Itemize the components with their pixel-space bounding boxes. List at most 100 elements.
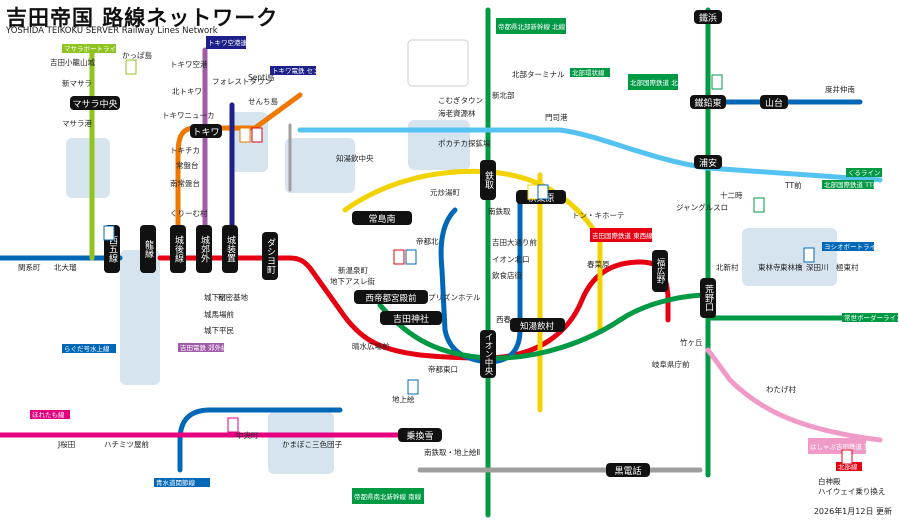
hub-arano[interactable]: 荒野口 [700,278,716,318]
line-tag[interactable]: ほれたも線 [30,410,70,419]
hub-dashiyo[interactable]: ダシヨ町 [262,232,278,280]
station-label[interactable]: トン・キホーテ [572,211,625,220]
hub-nishiteito[interactable]: 西帝都宮殿前 [354,290,428,304]
hub-yamadai[interactable]: 山台 [760,95,788,109]
station-label[interactable]: かっぱ島 [122,50,152,60]
hub-tetsutori[interactable]: 鉄取 [480,160,496,200]
hub-yoshidajinja[interactable]: 吉田神社 [380,311,442,325]
station-label[interactable]: ハチミツ屋前 [104,439,149,449]
station-label[interactable]: 北大瑠 [54,262,77,272]
line-tag[interactable]: 常世ボーダーライン [842,313,900,322]
station-label[interactable]: 帝都北 [416,236,439,246]
station-label[interactable]: 西春 [496,314,511,324]
station-label[interactable]: 地下アスレ街 [330,276,375,286]
hub-tokiwa[interactable]: トキワ [190,124,222,138]
station-label[interactable]: 晴水広場前 [352,341,390,351]
station-label[interactable]: 城馬場前 [204,309,234,319]
hub-joko[interactable]: 城後線 [170,225,186,273]
station-label[interactable]: 南鉄取・地上絵Ⅱ [424,447,480,457]
station-label[interactable]: 常盤台 [176,160,199,170]
station-label[interactable]: 極東村 [836,262,859,272]
line-tag[interactable]: 北部環状線 [570,68,610,77]
station-label[interactable]: 吉田大通り前 [492,237,537,247]
station-label[interactable]: かまぼこ三色団子 [282,439,342,449]
station-label[interactable]: TT前 [784,180,802,190]
station-label[interactable]: 北トキワ [172,87,202,96]
station-label[interactable]: 新マサラ [62,78,92,88]
hub-jokogai[interactable]: 城郊外 [196,225,212,273]
line-tag[interactable]: 北部線 [836,462,862,471]
station-label[interactable]: フォレストタウン [212,77,272,86]
hub-urayasu[interactable]: 浦安 [694,155,722,169]
hub-ryuen[interactable]: 龍縁 [140,225,156,273]
hub-josochi[interactable]: 城装置 [222,225,238,273]
station-label[interactable]: 春菜原 [587,259,610,269]
station-label[interactable]: 岐阜県庁前 [652,359,690,369]
station-label[interactable]: せんち島 [248,96,278,106]
station-label[interactable]: 南鉄取 [488,206,511,216]
hub-aeon[interactable]: イオン中央 [480,330,496,378]
station-label[interactable]: イオン北口 [492,255,530,264]
line-tag[interactable]: はしゃぷ吉田鉄道 第一郊外線 [808,438,897,454]
station-label[interactable]: 深田川 [806,263,829,272]
station-label[interactable]: こむぎタウン [438,95,483,105]
hub-kurodenwa[interactable]: 黒電話 [606,463,650,477]
station-label[interactable]: 城下町 [204,293,227,302]
line-tag[interactable]: 青水道関節線 [154,478,210,487]
station-label[interactable]: 関系町 [18,262,41,272]
line-tag[interactable]: トキワ空港連絡 [206,36,254,49]
station-label[interactable]: くりーむ村 [170,208,208,218]
station-label[interactable]: 南常盤台 [170,178,200,188]
station-label[interactable]: プリズンホテル [428,292,481,302]
station-label[interactable]: 門司港 [545,112,568,122]
line-tag[interactable]: マサラボートライン [62,44,123,53]
station-label[interactable]: ジャングルスロ [676,202,728,212]
hub-masara[interactable]: マサラ中央 [70,96,120,110]
hub-tetsuenhigashi[interactable]: 鐵鉛東 [690,95,726,109]
station-label[interactable]: 十二時 [720,190,743,200]
line-tag[interactable]: 北部国際鉄道 TT線 [822,180,880,189]
line-tag[interactable]: くるライン [846,168,882,177]
line-tag[interactable]: ヨシオボートライン [822,242,883,251]
station-label[interactable]: ハイウェイ乗り換え [818,486,885,496]
station-label[interactable]: トキワニューカ [162,111,215,120]
station-label[interactable]: 白神殿 [818,476,841,486]
station-label[interactable]: J桜田 [57,439,75,449]
line-tag[interactable]: らぐだ号水上線 [62,344,116,353]
station-label[interactable]: 秘密基地 [218,292,248,302]
station-label[interactable]: マサラ港 [62,118,92,128]
station-label[interactable]: 新温泉町 [338,265,368,275]
station-label[interactable]: トキワ空港 [170,59,208,69]
station-label[interactable]: 北新村 [716,262,739,272]
station-label[interactable]: 新北部 [492,90,515,100]
hub-tokoshima[interactable]: 常島南 [352,211,412,225]
hub-norikae[interactable]: 乗換雪 [398,428,442,442]
station-label[interactable]: 北部ターミナル [512,69,565,79]
station-label[interactable]: 東林寺 [758,262,781,272]
station-label[interactable]: 城下平民 [204,326,234,335]
hub-tetsuhama[interactable]: 鐵浜 [694,10,722,24]
line-tag[interactable]: 帝都県南北新幹線 南線 [352,488,424,504]
line-tag[interactable]: 吉田国際鉄道 東西線 [590,228,653,242]
station-label[interactable]: トキチカ [170,146,200,155]
station-label[interactable]: 中央町 [236,430,259,440]
station-label[interactable]: 地上絵 [392,394,415,404]
station-label[interactable]: 度井仲南 [825,84,855,94]
line-tag[interactable]: 吉田電鉄 郊外線 [178,343,228,352]
station-label[interactable]: 帝都東口 [428,364,458,374]
station-label[interactable]: 飲食店街 [492,270,522,280]
station-label[interactable]: Senti島 [248,72,275,82]
line-tag[interactable]: トキワ電鉄 セント線 [270,66,333,75]
station-label[interactable]: わたげ村 [766,384,796,394]
station-label[interactable]: 知湯飲中央 [336,153,374,163]
station-label[interactable]: 吉田小籠山城 [50,57,95,67]
station-label[interactable]: 竹ヶ丘 [680,337,703,347]
hub-chiyunomura[interactable]: 知湯飲村 [510,318,565,332]
line-tag[interactable]: 帝都県北部新幹線 北線 [496,18,566,34]
station-label[interactable]: 元炒湯町 [430,187,460,197]
hub-fukuhirono[interactable]: 福広野 [652,250,668,292]
station-label[interactable]: ポカチカ探鉱場 [438,138,491,148]
station-label[interactable]: 海老資源林 [438,108,476,118]
station-label[interactable]: 東林橋 [780,262,803,272]
line-tag[interactable]: 北部国際鉄道 北部国際線 [628,74,704,90]
